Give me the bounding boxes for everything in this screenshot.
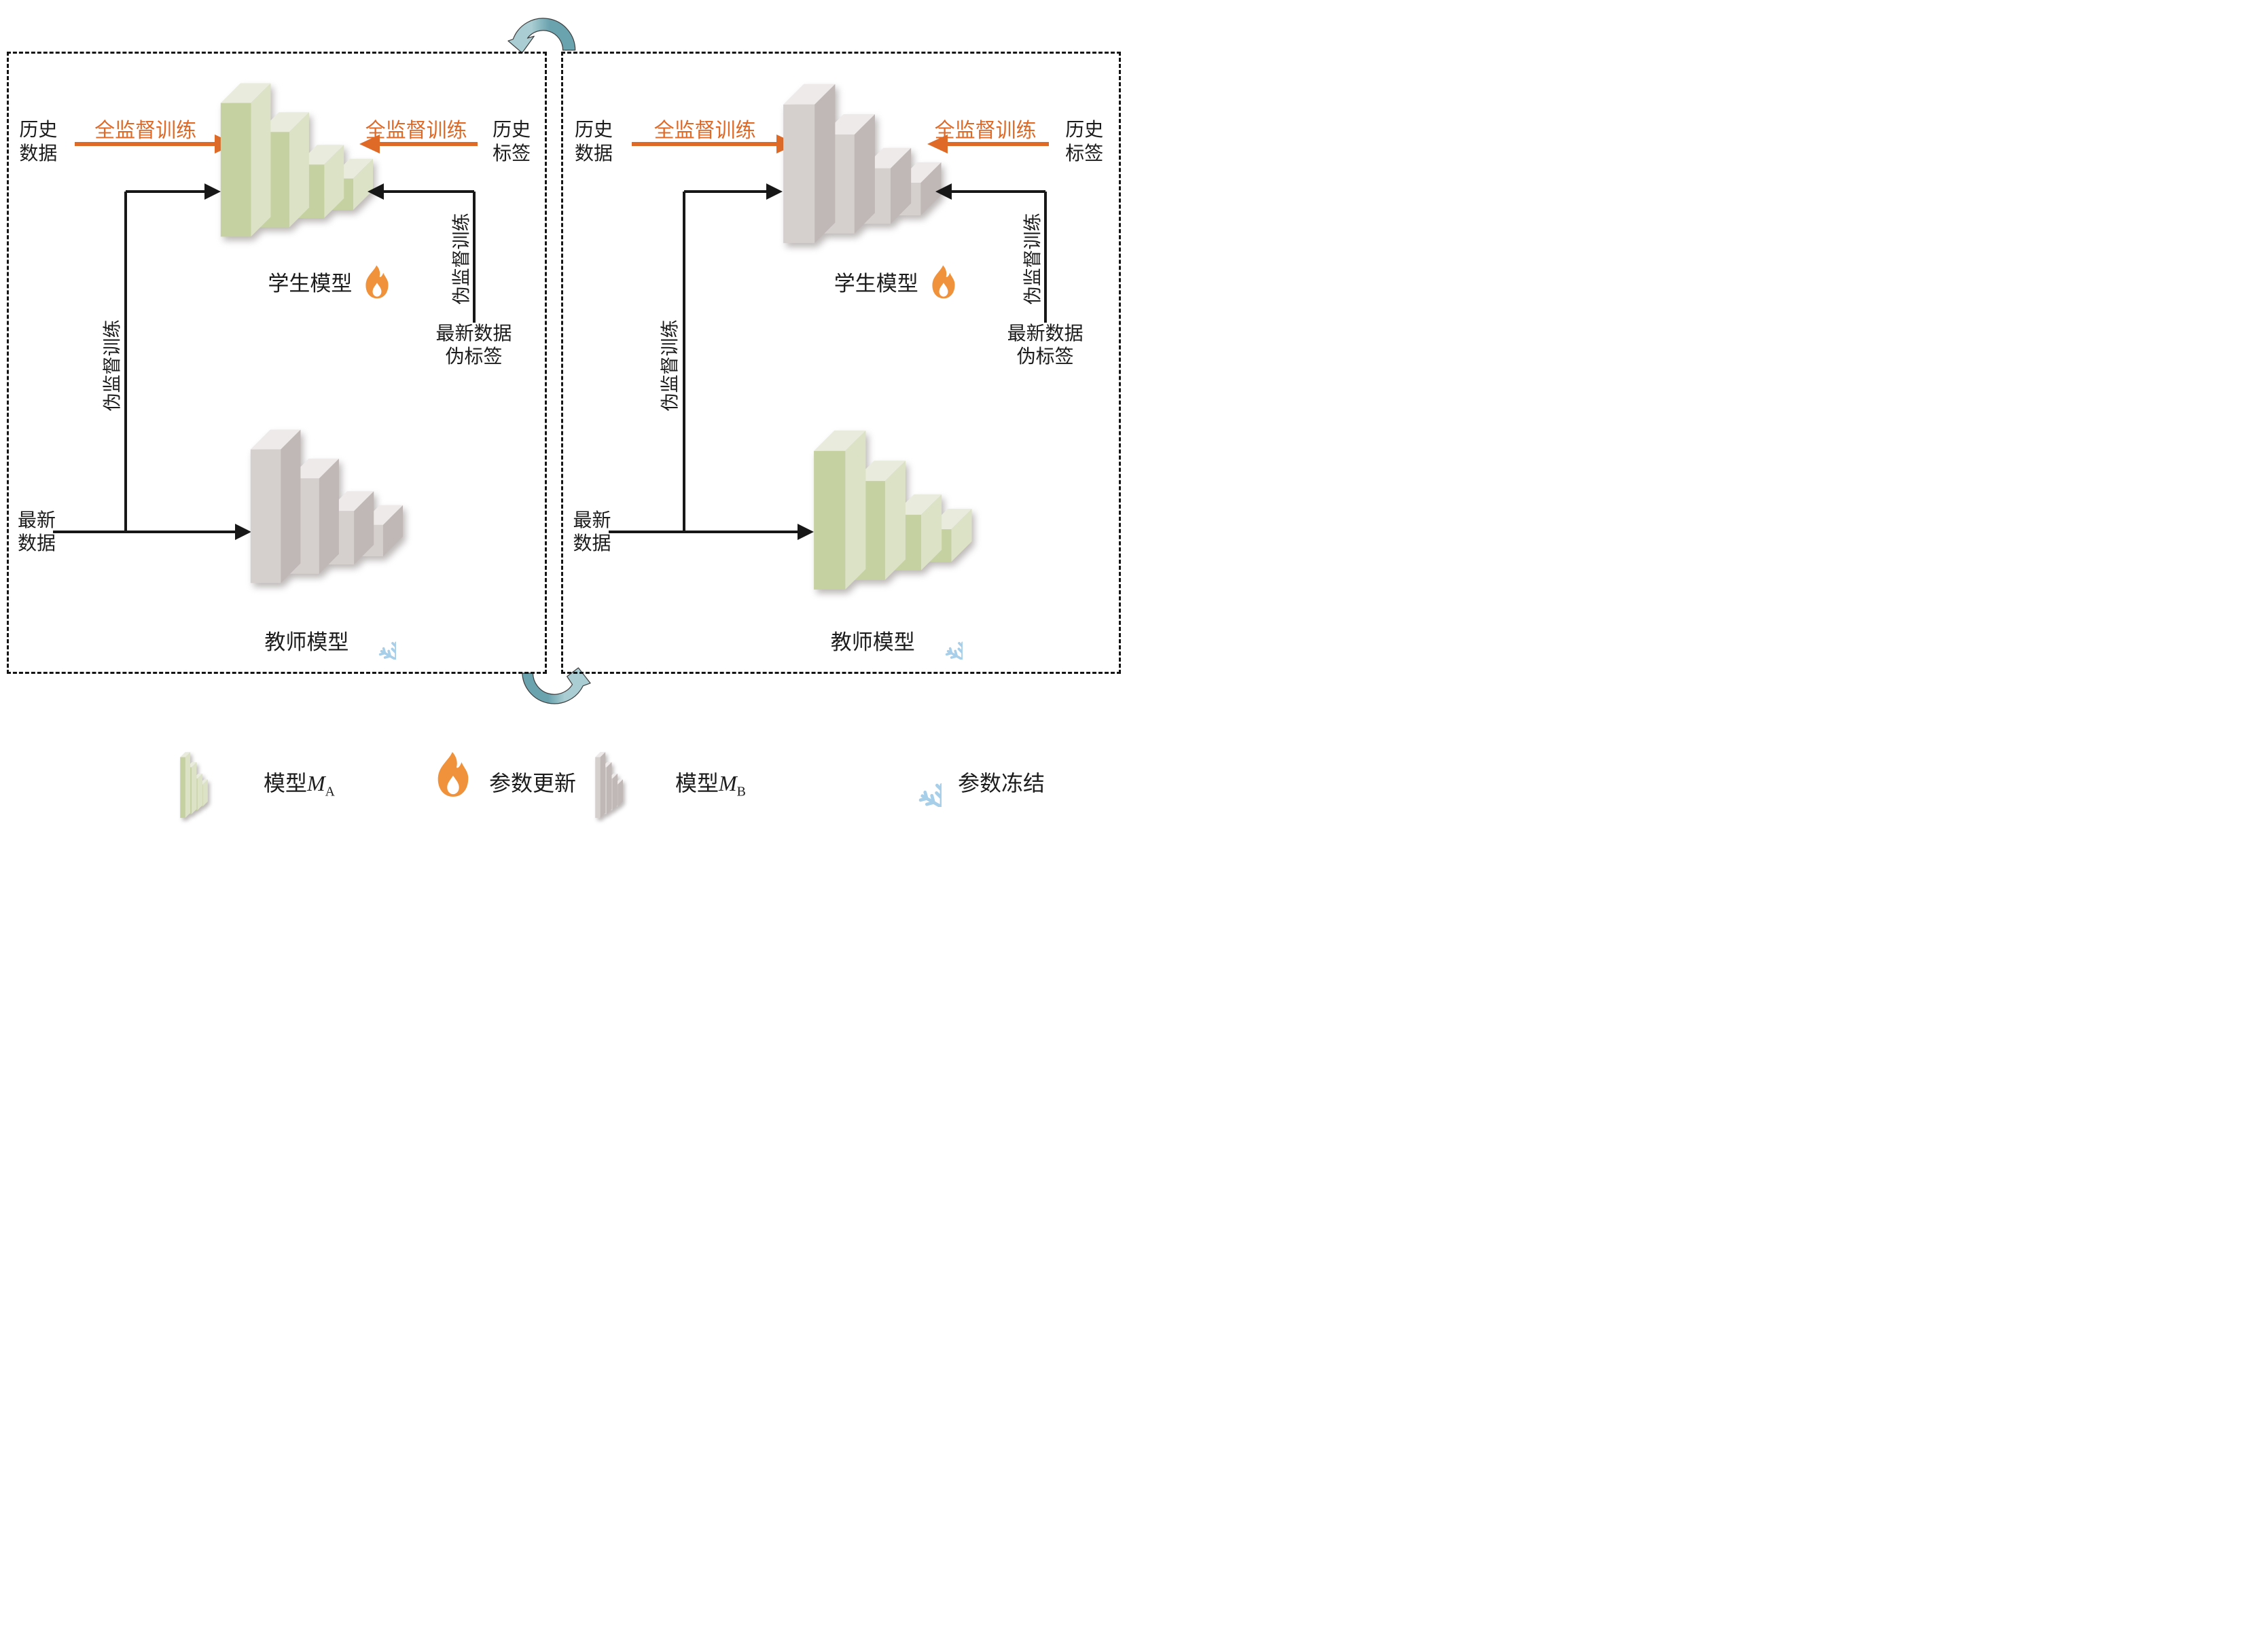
label-line: 伪标签 — [445, 346, 503, 367]
legend: 模型MA 参数更新 模型MB 参数冻结 — [0, 739, 1128, 826]
arrowhead-right-icon — [234, 524, 251, 541]
pseudo-train-path-left — [124, 191, 127, 533]
student-model-caption: 学生模型 — [797, 260, 997, 304]
legend-label-model-b: 模型MB — [675, 766, 746, 800]
teacher-model-label: 教师模型 — [830, 630, 915, 655]
student-model-label: 学生模型 — [268, 272, 353, 296]
panel-a: 历史 数据 全监督训练 全监督训练 历史 标签 学生模型 伪监督训练 最新 数据 — [7, 52, 547, 674]
full-supervised-train-label-right: 全监督训练 — [365, 120, 467, 143]
student-model-stack — [216, 61, 374, 262]
arrowhead-left-icon — [367, 183, 384, 200]
full-supervised-arrow-left — [631, 134, 797, 154]
full-supervised-train-label-left: 全监督训练 — [653, 120, 756, 143]
teacher-model-caption: 教师模型 — [234, 619, 427, 662]
pseudo-train-path-right — [472, 191, 476, 323]
teacher-model-stack — [809, 408, 973, 609]
history-data-label: 历史 数据 — [569, 119, 619, 165]
latest-data-arrow — [52, 524, 251, 541]
snowflake-icon — [358, 622, 396, 660]
latest-data-arrow — [609, 524, 814, 541]
arrowhead-left-icon — [935, 183, 952, 200]
diagram-canvas: 历史 数据 全监督训练 全监督训练 历史 标签 学生模型 伪监督训练 最新 数据 — [0, 0, 1128, 826]
arrowhead-left-icon — [927, 134, 948, 154]
legend-label-model-a: 模型MA — [264, 766, 335, 800]
model-a-stack-icon — [179, 742, 209, 821]
history-data-label: 历史 数据 — [14, 119, 62, 165]
legend-text: 模型 — [675, 771, 719, 795]
full-supervised-arrow-right — [927, 134, 1049, 154]
label-line: 最新 — [18, 509, 56, 531]
latest-pseudo-label: 最新数据 伪标签 — [429, 323, 518, 369]
flame-icon — [361, 262, 393, 302]
label-line: 最新数据 — [435, 323, 512, 344]
student-model-caption: 学生模型 — [234, 260, 427, 304]
full-supervised-arrow-right — [359, 134, 478, 154]
legend-text: 模型 — [264, 771, 308, 795]
pseudo-supervised-label-left: 伪监督训练 — [660, 319, 681, 412]
label-line: 历史 — [19, 120, 58, 141]
arrowhead-right-icon — [204, 183, 221, 200]
student-model-stack — [778, 61, 942, 262]
snowflake-icon — [925, 622, 963, 660]
pseudo-train-path-right — [1044, 191, 1048, 323]
arrowhead-left-icon — [359, 134, 380, 154]
math-subscript: B — [736, 784, 746, 800]
teacher-model-label: 教师模型 — [264, 630, 349, 655]
pseudo-arrow-into-student-left — [684, 183, 783, 200]
label-line: 标签 — [493, 143, 531, 164]
pseudo-supervised-label-right: 伪监督训练 — [1022, 213, 1043, 305]
full-supervised-arrow-left — [75, 134, 235, 154]
history-labels-label: 历史 标签 — [485, 119, 539, 165]
label-line: 历史 — [493, 120, 531, 141]
flame-icon — [928, 262, 959, 302]
math-symbol: M — [719, 771, 737, 795]
pseudo-arrow-into-student-right — [367, 183, 474, 200]
snowflake-icon — [891, 757, 942, 807]
history-labels-label: 历史 标签 — [1056, 119, 1112, 165]
full-supervised-train-label-right: 全监督训练 — [934, 120, 1037, 143]
pseudo-supervised-label-right: 伪监督训练 — [451, 213, 472, 305]
label-line: 数据 — [19, 143, 58, 164]
panel-b: 历史 数据 全监督训练 全监督训练 历史 标签 学生模型 伪监督训练 最新 数据 — [561, 52, 1121, 674]
pseudo-train-path-left — [683, 191, 686, 533]
model-b-stack-icon — [594, 742, 624, 821]
teacher-model-stack — [246, 408, 404, 609]
arrowhead-right-icon — [766, 183, 783, 200]
label-line: 伪标签 — [1016, 346, 1074, 367]
pseudo-arrow-into-student-right — [935, 183, 1046, 200]
label-line: 数据 — [574, 143, 613, 164]
pseudo-arrow-into-student-left — [126, 183, 221, 200]
label-line: 最新数据 — [1007, 323, 1084, 344]
cycle-arrow-top — [507, 18, 576, 54]
math-symbol: M — [307, 771, 325, 795]
latest-data-label: 最新 数据 — [13, 509, 60, 556]
arrowhead-right-icon — [797, 524, 814, 541]
label-line: 最新 — [573, 509, 611, 531]
label-line: 标签 — [1065, 143, 1104, 164]
pseudo-supervised-label-left: 伪监督训练 — [102, 319, 123, 412]
full-supervised-train-label-left: 全监督训练 — [94, 120, 197, 143]
legend-label-param-freeze: 参数冻结 — [958, 771, 1045, 795]
label-line: 数据 — [18, 533, 56, 554]
student-model-label: 学生模型 — [834, 272, 918, 296]
flame-icon — [432, 747, 474, 802]
latest-pseudo-label: 最新数据 伪标签 — [999, 323, 1091, 369]
cycle-arrow-bottom — [522, 667, 591, 704]
label-line: 历史 — [1065, 120, 1104, 141]
latest-data-label: 最新 数据 — [568, 509, 617, 556]
label-line: 数据 — [573, 533, 611, 554]
teacher-model-caption: 教师模型 — [797, 619, 997, 662]
label-line: 历史 — [574, 120, 613, 141]
legend-label-param-update: 参数更新 — [489, 771, 577, 795]
math-subscript: A — [325, 784, 335, 800]
